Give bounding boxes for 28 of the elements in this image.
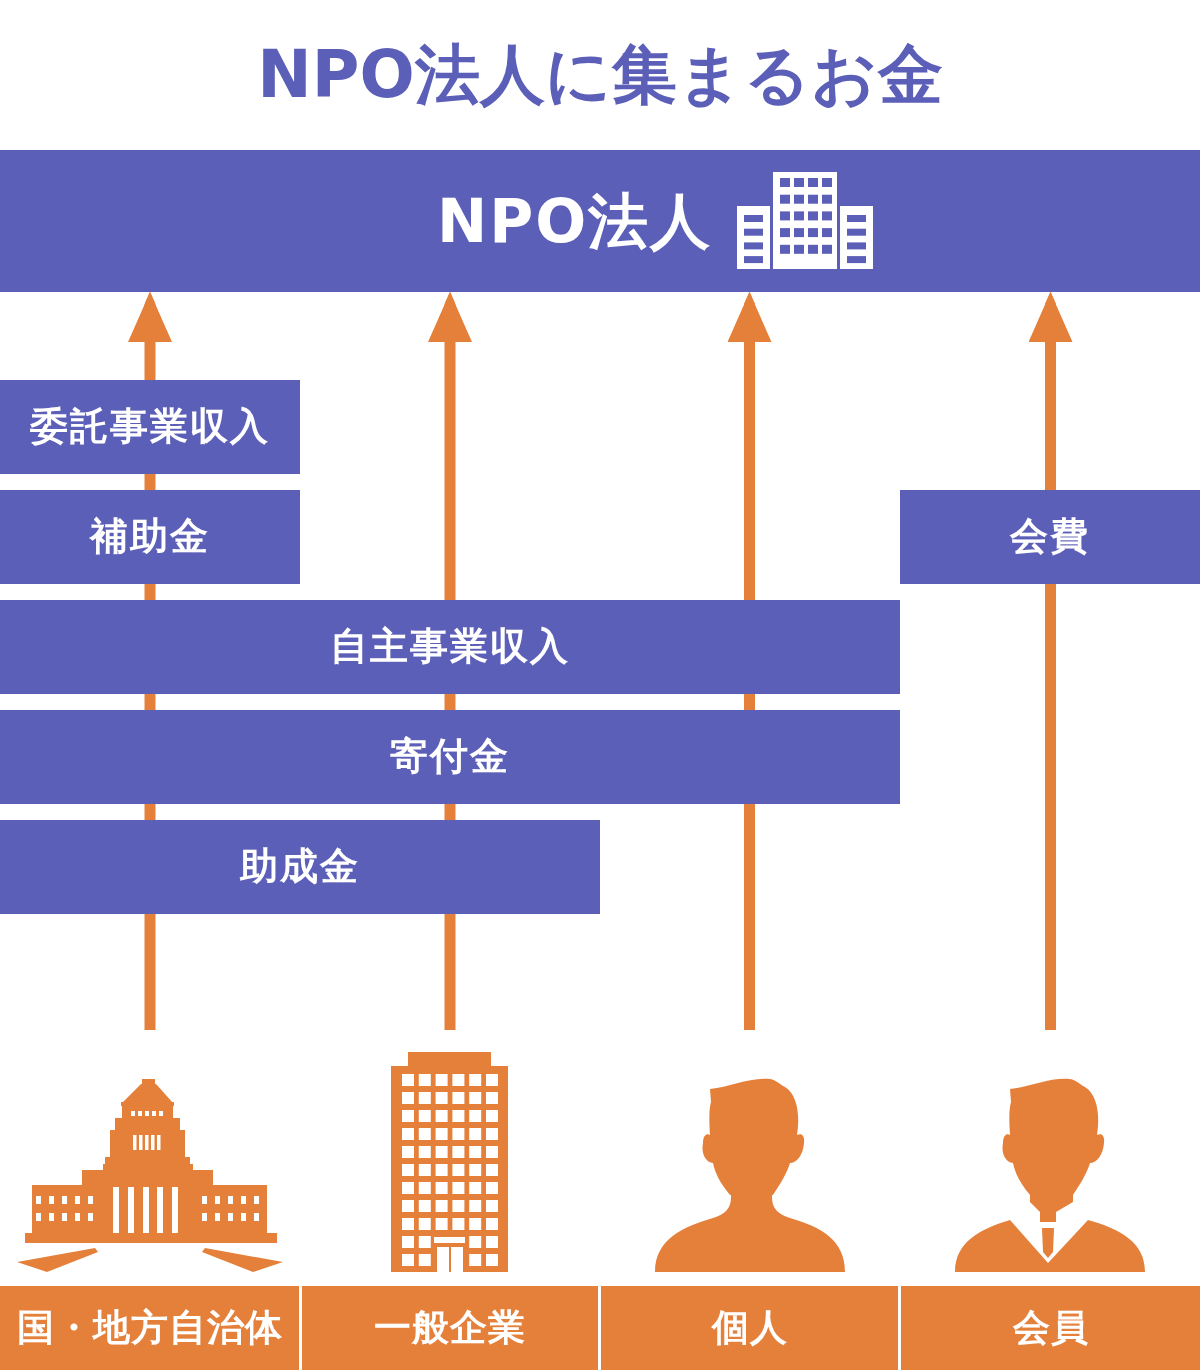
connector-line xyxy=(444,694,456,710)
connector-line xyxy=(144,914,156,1030)
income-band: 自主事業収入 xyxy=(0,600,900,694)
organization-band xyxy=(0,150,1200,292)
connector-line xyxy=(444,914,456,1030)
connector-line xyxy=(144,584,156,600)
income-band: 寄付金 xyxy=(0,710,900,804)
income-band: 委託事業収入 xyxy=(0,380,300,474)
source-band: 会員 xyxy=(901,1286,1200,1370)
arrow xyxy=(1028,292,1073,490)
source-band: 一般企業 xyxy=(302,1286,598,1370)
arrow xyxy=(727,292,772,600)
connector-line xyxy=(144,474,156,490)
connector-line xyxy=(744,694,755,710)
arrow xyxy=(128,292,172,380)
connector-line xyxy=(1045,584,1056,1030)
arrow xyxy=(428,292,472,600)
connector-line xyxy=(744,804,755,1030)
connector-line xyxy=(144,694,156,710)
title: NPO法人に集まるお金 xyxy=(257,37,943,112)
organization-name: NPO法人 xyxy=(437,188,713,254)
income-band: 補助金 xyxy=(0,490,300,584)
connector-line xyxy=(444,804,456,820)
connector-line xyxy=(144,804,156,820)
source-band: 国・地方自治体 xyxy=(0,1286,299,1370)
source-band: 個人 xyxy=(601,1286,898,1370)
income-band: 助成金 xyxy=(0,820,600,914)
income-band: 会費 xyxy=(900,490,1200,584)
